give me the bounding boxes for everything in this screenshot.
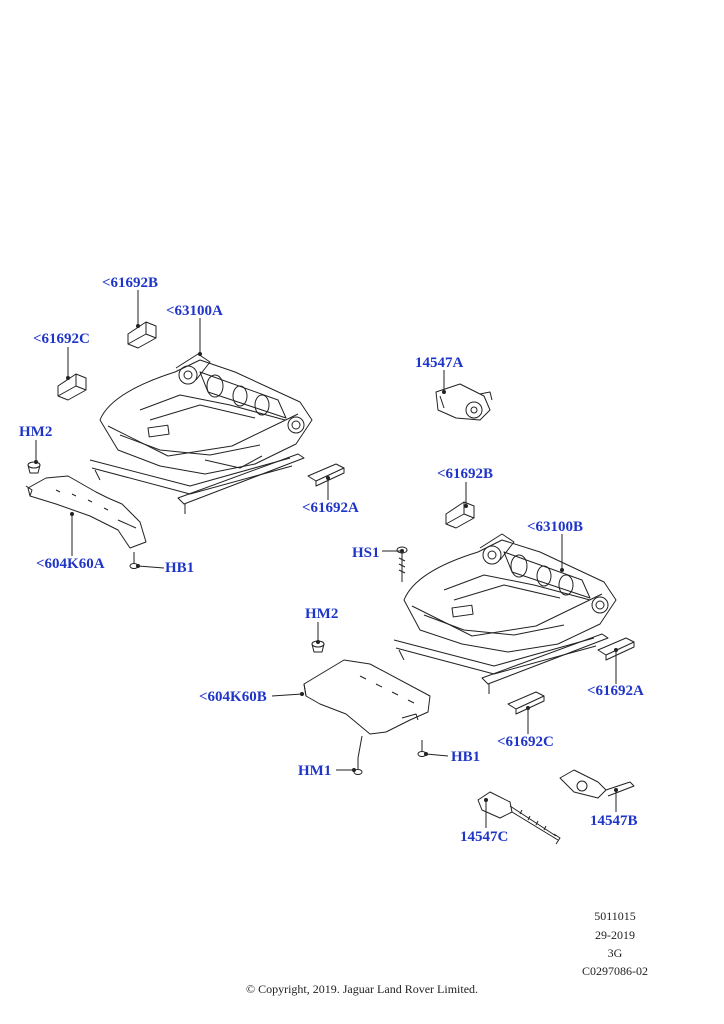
bracket-61692B-right-drawing bbox=[445, 501, 475, 529]
motor-14547B-drawing bbox=[559, 769, 635, 799]
illustration-code: C0297086-02 bbox=[582, 964, 648, 978]
bracket-61692C-center-drawing bbox=[507, 691, 545, 715]
bracket-61692C-top-drawing bbox=[57, 373, 87, 401]
copyright-notice: © Copyright, 2019. Jaguar Land Rover Lim… bbox=[245, 982, 479, 996]
callout-HM2-left[interactable]: HM2 bbox=[19, 424, 53, 440]
bracket-61692B-top-drawing bbox=[127, 321, 157, 349]
callout-61692A-left[interactable]: <61692A bbox=[302, 500, 359, 516]
bracket-61692A-left-drawing bbox=[307, 463, 345, 487]
callout-14547B[interactable]: 14547B bbox=[590, 813, 638, 829]
callout-61692C-top[interactable]: <61692C bbox=[33, 331, 90, 347]
callout-63100A[interactable]: <63100A bbox=[166, 303, 223, 319]
motor-14547C-drawing bbox=[477, 791, 561, 845]
illustration-revision: 3G bbox=[607, 946, 623, 960]
illustration-date: 29-2019 bbox=[595, 928, 635, 942]
illustration-number: 5011015 bbox=[594, 909, 636, 923]
callout-604K60B[interactable]: <604K60B bbox=[199, 689, 267, 705]
callout-HM2-center[interactable]: HM2 bbox=[305, 606, 339, 622]
screw-HM1-drawing bbox=[353, 758, 363, 775]
bracket-61692A-right-drawing bbox=[597, 637, 635, 661]
callout-HS1[interactable]: HS1 bbox=[352, 545, 380, 561]
cover-604K60A-drawing bbox=[25, 475, 147, 549]
callout-61692A-right[interactable]: <61692A bbox=[587, 683, 644, 699]
callout-61692C-center[interactable]: <61692C bbox=[497, 734, 554, 750]
callout-HM1[interactable]: HM1 bbox=[298, 763, 332, 779]
grommet-HM2-left-drawing bbox=[27, 461, 41, 474]
seat-frame-left-drawing bbox=[89, 353, 313, 514]
callout-14547C[interactable]: 14547C bbox=[460, 829, 509, 845]
leader-lines bbox=[34, 290, 618, 828]
callout-604K60A[interactable]: <604K60A bbox=[36, 556, 105, 572]
motor-14547A-drawing bbox=[435, 383, 493, 421]
callout-HB1-left[interactable]: HB1 bbox=[165, 560, 195, 576]
seat-frame-right-drawing bbox=[393, 533, 617, 694]
cover-604K60B-drawing bbox=[303, 659, 431, 735]
callout-63100B[interactable]: <63100B bbox=[527, 519, 584, 535]
callout-61692B-top[interactable]: <61692B bbox=[102, 275, 159, 291]
callout-HB1-center[interactable]: HB1 bbox=[451, 749, 481, 765]
callout-14547A[interactable]: 14547A bbox=[415, 355, 464, 371]
callout-61692B-right[interactable]: <61692B bbox=[437, 466, 494, 482]
